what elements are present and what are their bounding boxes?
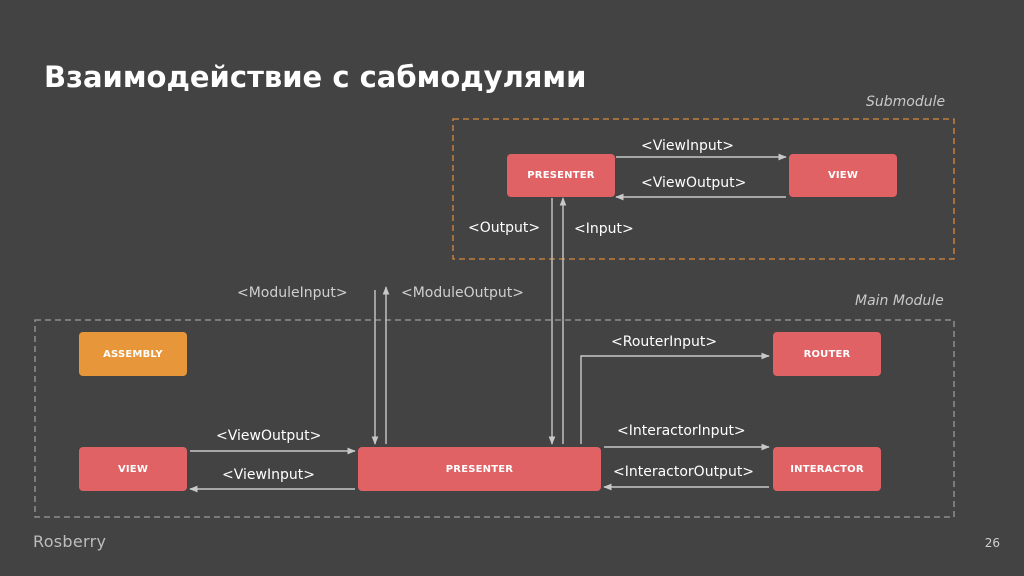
submodule-frame — [452, 118, 955, 260]
main-view-node[interactable]: VIEW — [79, 447, 187, 491]
module-input-label: <ModuleInput> — [237, 285, 348, 301]
slide-title: Взаимодействие с сабмодулями — [44, 60, 587, 94]
main-view-output-label: <ViewOutput> — [216, 428, 322, 444]
assembly-node[interactable]: ASSEMBLY — [79, 332, 187, 376]
sub-input-label: <Input> — [574, 221, 634, 237]
sub-output-label: <Output> — [468, 220, 541, 236]
interactor-node[interactable]: INTERACTOR — [773, 447, 881, 491]
main-module-label: Main Module — [855, 293, 944, 309]
sub-presenter-node[interactable]: PRESENTER — [507, 154, 615, 197]
sub-view-node[interactable]: VIEW — [789, 154, 897, 197]
page-number: 26 — [984, 536, 1000, 550]
sub-view-input-label: <ViewInput> — [641, 138, 734, 154]
main-view-input-label: <ViewInput> — [222, 467, 315, 483]
router-input-arrow — [580, 352, 770, 444]
router-input-label: <RouterInput> — [611, 334, 718, 350]
interactor-output-label: <InteractorOutput> — [613, 464, 755, 480]
interactor-input-label: <InteractorInput> — [617, 423, 746, 439]
main-presenter-node[interactable]: PRESENTER — [358, 447, 601, 491]
sub-view-output-label: <ViewOutput> — [641, 175, 747, 191]
rosberry-logo: Rosberry — [33, 532, 107, 551]
module-output-label: <ModuleOutput> — [401, 285, 524, 301]
main-module-frame — [34, 319, 955, 518]
submodule-label: Submodule — [866, 94, 946, 110]
router-node[interactable]: ROUTER — [773, 332, 881, 376]
